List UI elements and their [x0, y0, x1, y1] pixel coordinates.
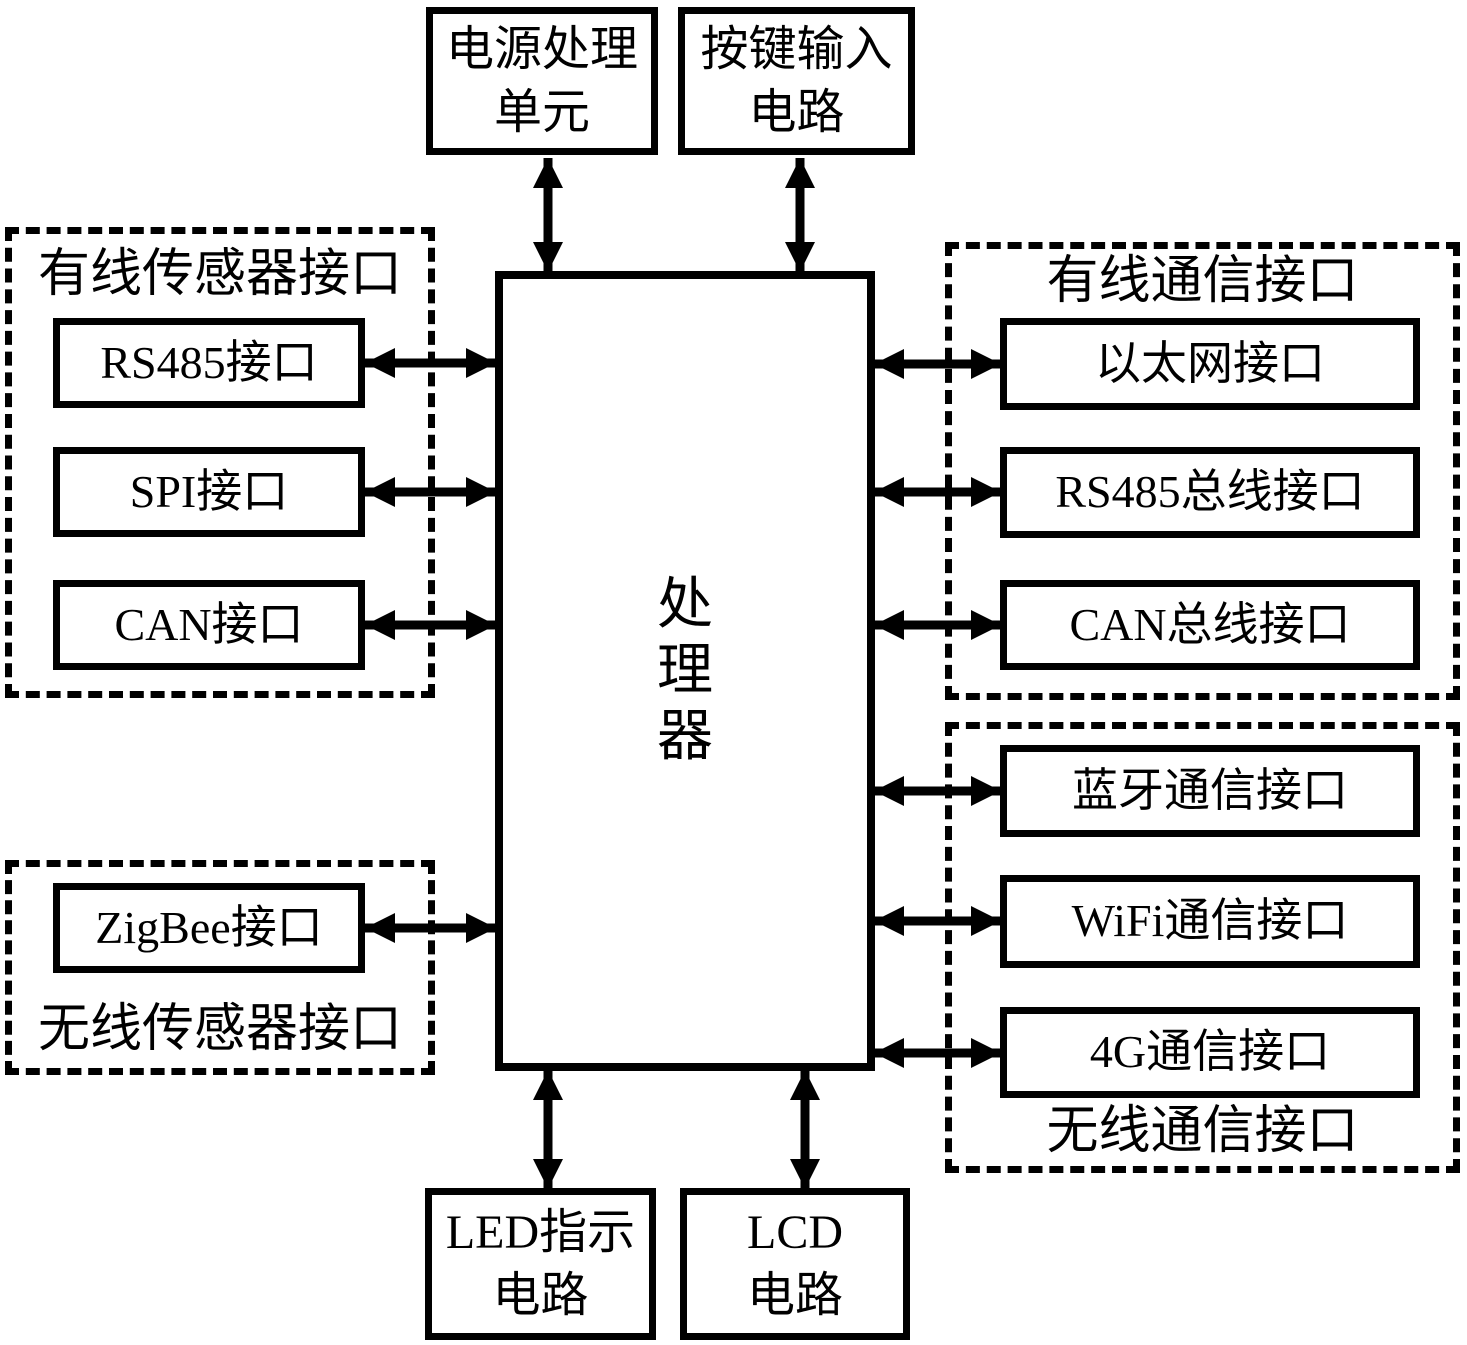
rs485-interface-label: RS485接口 — [100, 336, 318, 388]
can-bus-interface-box: CAN总线接口 — [1000, 580, 1420, 670]
processor-box: 处 理 器 — [495, 271, 875, 1071]
4g-interface-label: 4G通信接口 — [1089, 1026, 1331, 1078]
can-bus-interface-label: CAN总线接口 — [1069, 598, 1351, 650]
wireless-comm-group: 蓝牙通信接口 WiFi通信接口 4G通信接口 无线通信接口 — [945, 722, 1460, 1173]
wired-sensor-group-title: 有线传感器接口 — [37, 246, 402, 303]
processor-label-char3: 器 — [657, 706, 713, 768]
bluetooth-interface-label: 蓝牙通信接口 — [1072, 764, 1348, 816]
lcd-label-line1: LCD — [747, 1205, 843, 1259]
can-interface-label: CAN接口 — [114, 598, 304, 650]
rs485-bus-interface-label: RS485总线接口 — [1055, 466, 1365, 518]
processor-label-char1: 处 — [657, 574, 713, 636]
processor-label-char2: 理 — [657, 640, 713, 702]
wired-comm-group: 有线通信接口 以太网接口 RS485总线接口 CAN总线接口 — [945, 242, 1460, 700]
zigbee-interface-label: ZigBee接口 — [95, 901, 323, 953]
power-unit-label-line1: 电源处理 — [445, 22, 638, 76]
zigbee-interface-box: ZigBee接口 — [53, 883, 365, 973]
ethernet-interface-box: 以太网接口 — [1000, 318, 1420, 410]
wired-sensor-group: 有线传感器接口 RS485接口 SPI接口 CAN接口 — [5, 227, 435, 698]
led-indicator-label-line1: LED指示 — [445, 1205, 636, 1259]
ethernet-interface-label: 以太网接口 — [1095, 337, 1325, 389]
spi-interface-box: SPI接口 — [53, 447, 365, 537]
led-indicator-label-line2: 电路 — [492, 1269, 589, 1322]
can-interface-box: CAN接口 — [53, 580, 365, 670]
spi-interface-label: SPI接口 — [129, 465, 289, 517]
lcd-box: LCD 电路 — [680, 1188, 910, 1340]
power-unit-box: 电源处理 单元 — [426, 7, 658, 155]
power-unit-label-line2: 单元 — [493, 86, 590, 139]
wireless-sensor-group: ZigBee接口 无线传感器接口 — [5, 860, 435, 1075]
wired-comm-group-title: 有线通信接口 — [1046, 253, 1359, 310]
bluetooth-interface-box: 蓝牙通信接口 — [1000, 745, 1420, 837]
wireless-comm-group-title: 无线通信接口 — [1046, 1102, 1359, 1160]
key-input-label-line2: 电路 — [748, 86, 845, 139]
4g-interface-box: 4G通信接口 — [1000, 1007, 1420, 1098]
lcd-label-line2: 电路 — [746, 1269, 843, 1322]
wireless-sensor-group-title: 无线传感器接口 — [37, 1000, 402, 1058]
wifi-interface-label: WiFi通信接口 — [1071, 895, 1349, 947]
key-input-box: 按键输入 电路 — [678, 7, 915, 155]
wifi-interface-box: WiFi通信接口 — [1000, 875, 1420, 968]
led-indicator-box: LED指示 电路 — [425, 1188, 656, 1340]
rs485-interface-box: RS485接口 — [53, 318, 365, 408]
key-input-label-line1: 按键输入 — [700, 22, 893, 76]
rs485-bus-interface-box: RS485总线接口 — [1000, 447, 1420, 538]
